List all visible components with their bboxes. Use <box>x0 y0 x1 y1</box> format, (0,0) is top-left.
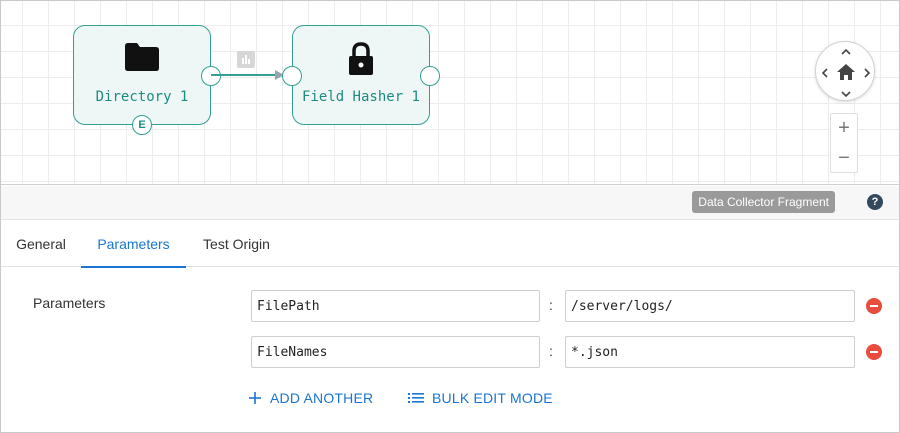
stage-label: Field Hasher 1 <box>301 89 420 105</box>
help-icon[interactable]: ? <box>867 194 883 210</box>
parameter-value-input[interactable] <box>565 336 855 368</box>
config-tabs: General Parameters Test Origin <box>1 221 899 268</box>
tab-general[interactable]: General <box>16 236 66 252</box>
parameters-label: Parameters <box>33 295 106 311</box>
bulk-edit-button[interactable]: BULK EDIT MODE <box>408 388 553 408</box>
bulk-edit-label: BULK EDIT MODE <box>432 390 553 406</box>
parameter-key-input[interactable] <box>251 336 540 368</box>
list-icon <box>408 392 424 404</box>
stage-link[interactable] <box>211 67 286 83</box>
chevron-left-icon[interactable] <box>819 66 831 78</box>
parameter-key-input[interactable] <box>251 290 540 322</box>
stage-directory[interactable]: Directory 1 E <box>73 25 221 135</box>
tab-test-origin[interactable]: Test Origin <box>203 236 270 252</box>
input-port[interactable] <box>282 66 302 86</box>
folder-icon <box>124 42 160 77</box>
zoom-in-button[interactable]: + <box>838 117 850 139</box>
zoom-out-button[interactable]: − <box>838 147 850 169</box>
pipeline-canvas[interactable]: Directory 1 E Field Hasher 1 <box>1 1 899 185</box>
zoom-control: + − <box>830 113 858 173</box>
fragment-badge: Data Collector Fragment <box>692 191 835 213</box>
add-another-label: ADD ANOTHER <box>270 390 374 406</box>
add-another-button[interactable]: ADD ANOTHER <box>248 388 373 408</box>
parameter-value-input[interactable] <box>565 290 855 322</box>
key-value-separator: : <box>549 343 553 359</box>
event-port[interactable]: E <box>132 115 152 135</box>
info-bar: Data Collector Fragment ? <box>1 186 899 220</box>
chevron-down-icon[interactable] <box>840 87 852 99</box>
remove-circle-icon[interactable] <box>866 298 882 314</box>
lock-icon <box>346 42 376 81</box>
home-icon[interactable] <box>836 62 856 82</box>
stage-label: Directory 1 <box>95 89 189 105</box>
remove-circle-icon[interactable] <box>866 344 882 360</box>
plus-icon <box>248 391 262 405</box>
key-value-separator: : <box>549 297 553 313</box>
bar-chart-icon[interactable] <box>237 51 255 68</box>
tab-parameters[interactable]: Parameters <box>81 221 186 268</box>
chevron-up-icon[interactable] <box>840 45 852 57</box>
chevron-right-icon[interactable] <box>861 66 873 78</box>
output-port[interactable] <box>420 66 440 86</box>
pan-control <box>815 41 875 101</box>
stage-field-hasher[interactable]: Field Hasher 1 <box>282 25 440 125</box>
